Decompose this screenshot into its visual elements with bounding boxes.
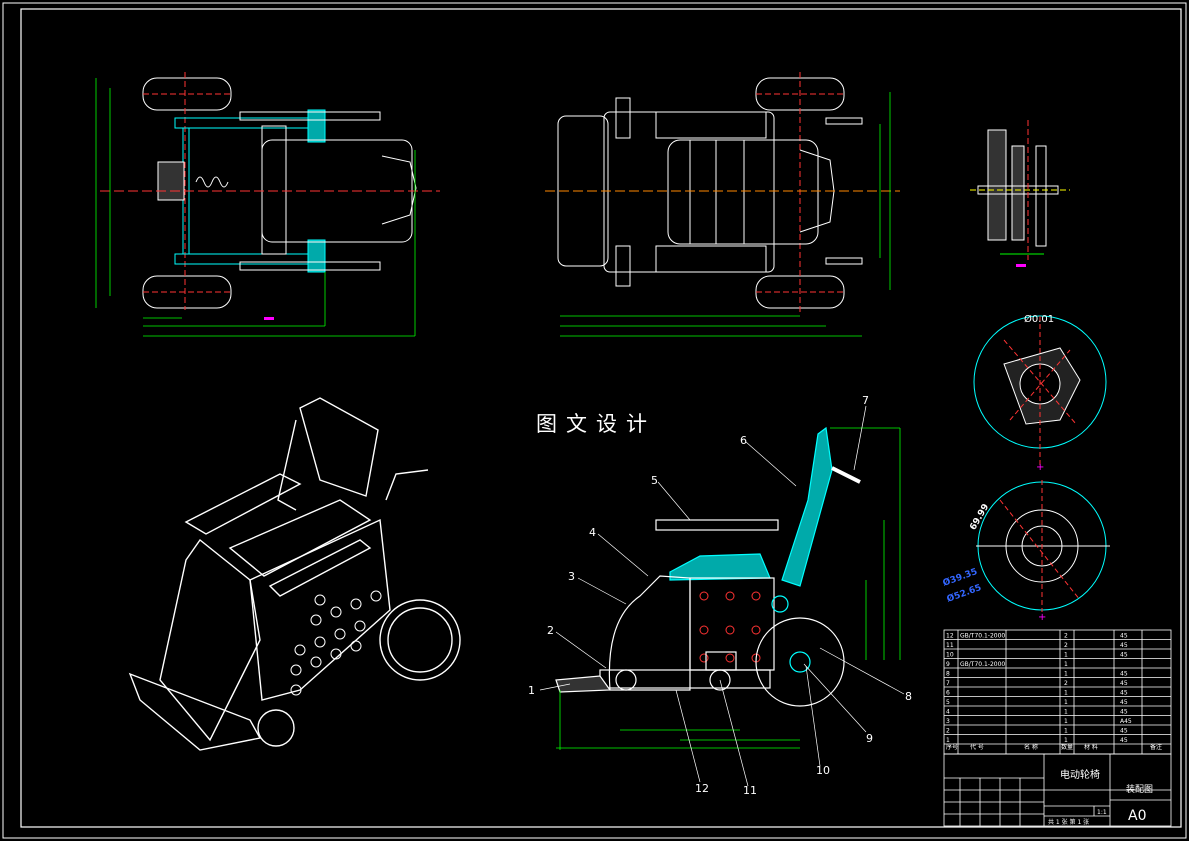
detail-circle-lower: 69.99 Ø39.35 Ø52.65 + (941, 480, 1110, 623)
row-qty: 1 (1064, 690, 1068, 697)
row-qty: 2 (1064, 642, 1068, 649)
row-qty: 1 (1064, 699, 1068, 706)
callout-9: 9 (866, 732, 873, 745)
row-no: 1 (946, 737, 950, 744)
header-remark: 备注 (1150, 743, 1162, 751)
row-qty: 2 (1064, 680, 1068, 687)
callout-4: 4 (589, 526, 596, 539)
watermark-text: 图文设计 (536, 412, 656, 436)
row-material: 45 (1120, 633, 1128, 640)
callout-7: 7 (862, 394, 869, 407)
row-material: 45 (1120, 671, 1128, 678)
row-no: 8 (946, 671, 950, 678)
callout-numbers: 1 2 3 4 5 6 7 8 9 10 11 12 (528, 394, 912, 797)
section-detail-top-right (970, 120, 1070, 267)
row-no: 9 (946, 661, 950, 668)
header-qty: 数量 (1061, 743, 1073, 751)
row-qty: 1 (1064, 718, 1068, 725)
top-view-left (95, 72, 440, 337)
row-material: 45 (1120, 642, 1128, 649)
row-no: 3 (946, 718, 950, 725)
row-material: 45 (1120, 737, 1128, 744)
row-qty: 1 (1064, 661, 1068, 668)
side-view-wheelchair (555, 426, 901, 750)
svg-text:+: + (1038, 612, 1046, 623)
row-no: 10 (946, 652, 954, 659)
parts-table-header: 序号 代 号 名 称 数量 材 料 备注 (946, 743, 1162, 751)
row-no: 12 (946, 633, 954, 640)
title-sheet-info: 共 1 张 第 1 张 (1048, 818, 1089, 826)
title-drawing-type: 装配图 (1126, 783, 1153, 795)
row-qty: 1 (1064, 728, 1068, 735)
callout-8: 8 (905, 690, 912, 703)
seat-vent-holes (290, 590, 382, 696)
svg-text:+: + (1036, 462, 1044, 473)
callout-12: 12 (695, 782, 709, 795)
row-no: 7 (946, 680, 950, 687)
title-product-name: 电动轮椅 (1060, 768, 1100, 781)
row-material: 45 (1120, 699, 1128, 706)
callout-3: 3 (568, 570, 575, 583)
row-material: 45 (1120, 680, 1128, 687)
parts-table (943, 629, 1172, 755)
title-scale: 1:1 (1097, 809, 1107, 816)
row-material: 45 (1120, 690, 1128, 697)
callout-5: 5 (651, 474, 658, 487)
row-no: 5 (946, 699, 950, 706)
row-no: 6 (946, 690, 950, 697)
callout-6: 6 (740, 434, 747, 447)
row-qty: 1 (1064, 671, 1068, 678)
row-material: 45 (1120, 728, 1128, 735)
inner-border (20, 8, 1182, 828)
row-code: GB/T70.1-2000 (960, 633, 1005, 640)
row-qty: 2 (1064, 633, 1068, 640)
side-vent-holes (699, 591, 761, 663)
bottom-view-middle (545, 72, 900, 337)
detail-circle-upper: Ø0.01 + (973, 313, 1107, 473)
row-material: 45 (1120, 652, 1128, 659)
detail-tolerance-label: Ø0.01 (1024, 313, 1054, 325)
title-sheet-size: A0 (1128, 808, 1146, 824)
callout-2: 2 (547, 624, 554, 637)
row-no: 4 (946, 709, 950, 716)
header-no: 序号 (946, 743, 958, 751)
row-no: 11 (946, 642, 954, 649)
callout-11: 11 (743, 784, 757, 797)
callout-1: 1 (528, 684, 535, 697)
header-code: 代 号 (970, 743, 984, 751)
row-qty: 1 (1064, 709, 1068, 716)
callout-10: 10 (816, 764, 830, 777)
title-block (943, 753, 1172, 827)
row-qty: 1 (1064, 737, 1068, 744)
row-qty: 1 (1064, 652, 1068, 659)
row-code: GB/T70.1-2000 (960, 661, 1005, 668)
detail-angle-label: 69.99 (968, 503, 991, 533)
header-material: 材 料 (1084, 743, 1098, 751)
row-material: 45 (1120, 709, 1128, 716)
leader-lines (539, 405, 905, 787)
isometric-wheelchair (128, 397, 461, 751)
row-material: A45 (1120, 718, 1132, 725)
row-no: 2 (946, 728, 950, 735)
header-name: 名 称 (1024, 743, 1038, 751)
